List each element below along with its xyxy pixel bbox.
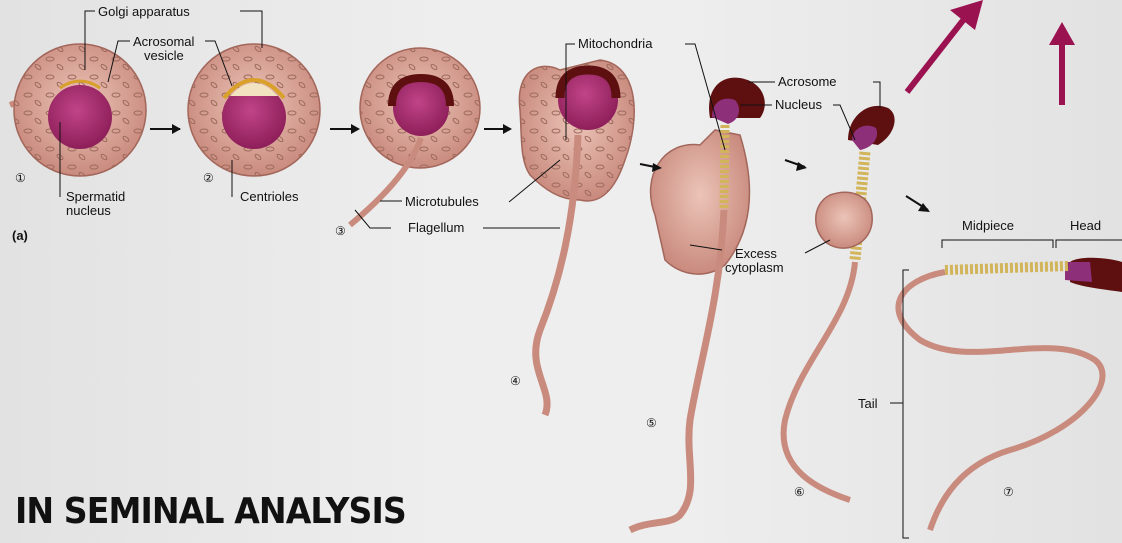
label-golgi-apparatus: Golgi apparatus [98, 4, 190, 19]
label-nucleus: Nucleus [775, 97, 822, 112]
label-excess-cytoplasm: Excess [735, 246, 777, 261]
slide-headline: IN SEMINAL ANALYSIS [15, 492, 406, 532]
panel-label: (a) [12, 228, 28, 243]
label-spermatid-nucleus: Spermatid [66, 189, 125, 204]
label-acrosomal-vesicle: Acrosomal [133, 34, 195, 49]
label-acrosomal-vesicle-2: vesicle [144, 48, 184, 63]
stage-number-1: ① [15, 171, 26, 185]
stage-number-4: ④ [510, 374, 521, 388]
label-excess-cytoplasm-2: cytoplasm [725, 260, 784, 275]
label-centrioles: Centrioles [240, 189, 299, 204]
stage-4-cell [519, 60, 634, 415]
diagonal-arrow-icon [907, 14, 968, 92]
stage-number-3: ③ [335, 224, 346, 238]
stage-number-6: ⑥ [794, 485, 805, 499]
stage-5-cell [630, 78, 765, 530]
label-acrosome: Acrosome [778, 74, 837, 89]
label-spermatid-nucleus-2: nucleus [66, 203, 111, 218]
stage-number-5: ⑤ [646, 416, 657, 430]
stage-1-cell [10, 44, 146, 176]
label-midpiece: Midpiece [962, 218, 1014, 233]
label-microtubules: Microtubules [405, 194, 479, 209]
label-tail: Tail [858, 396, 878, 411]
label-head: Head [1070, 218, 1101, 233]
upward-arrows [907, 0, 1075, 105]
stage-2-cell [188, 44, 320, 176]
stage-number-2: ② [203, 171, 214, 185]
label-mitochondria: Mitochondria [578, 36, 653, 51]
label-flagellum: Flagellum [408, 220, 464, 235]
stage-number-7: ⑦ [1003, 485, 1014, 499]
